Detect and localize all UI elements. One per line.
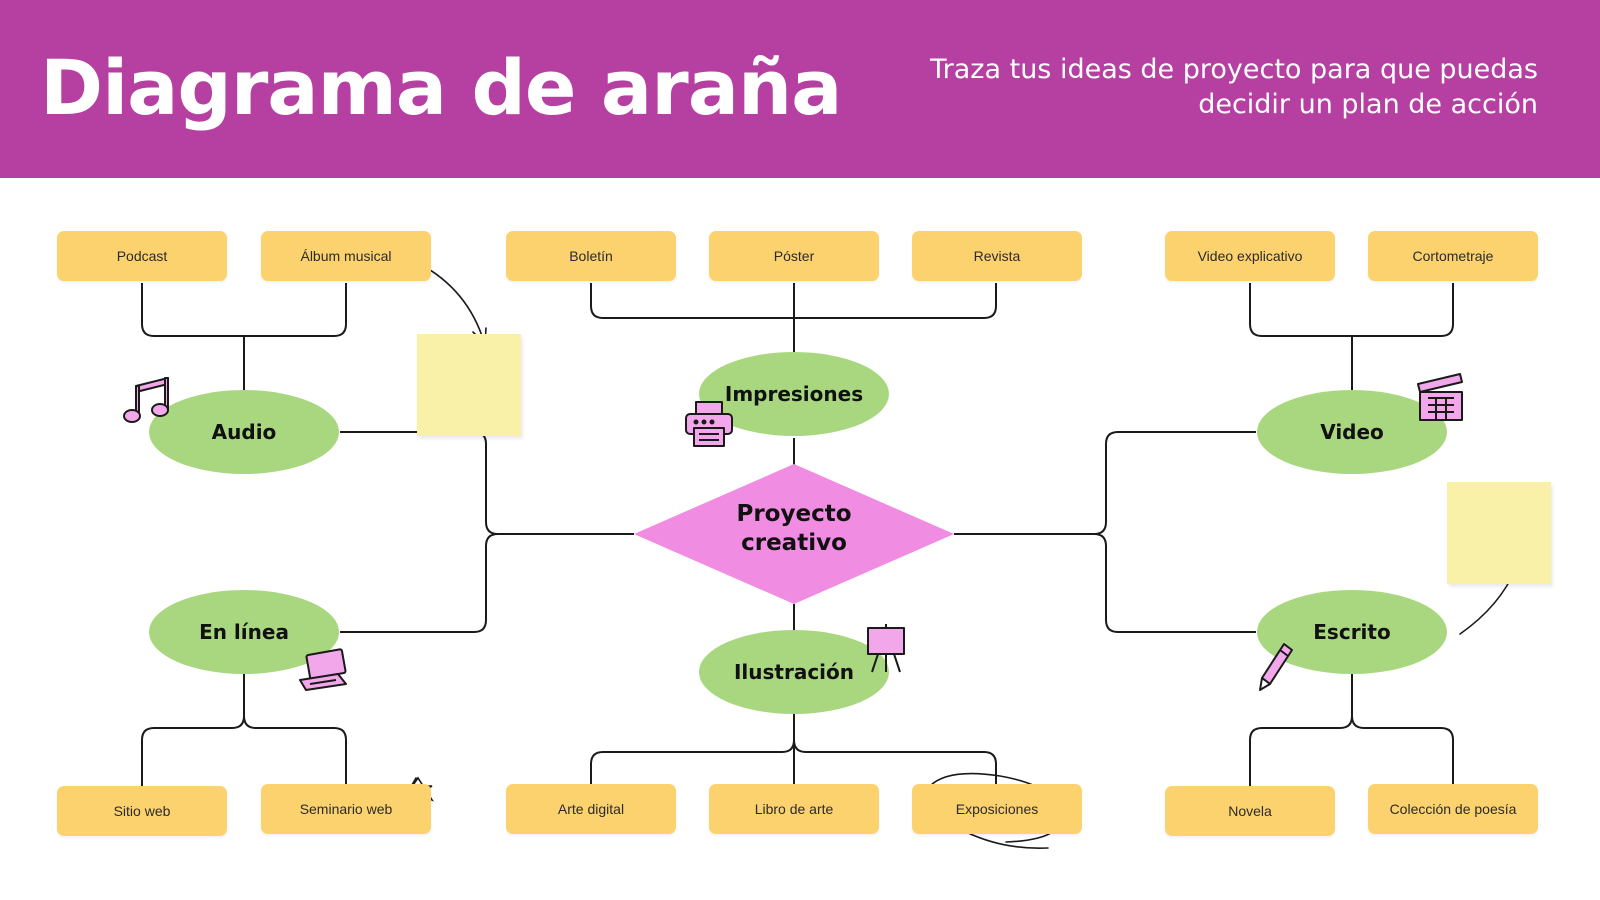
item-sitio-web[interactable]: Sitio web [57,786,227,836]
connector-video-center [954,431,1256,535]
item-video-explicativo[interactable]: Video explicativo [1165,231,1335,281]
sticky-note [1447,482,1551,584]
sticky-note [417,334,521,436]
item-libro-de-arte[interactable]: Libro de arte [709,784,879,834]
connector-escrito-center [1093,533,1256,633]
music-note-icon [123,377,169,423]
connector-escrito-items [1249,674,1454,788]
item-poster[interactable]: Póster [709,231,879,281]
item-seminario-web[interactable]: Seminario web [261,784,431,834]
easel-icon [867,624,905,673]
item-coleccion-poesia[interactable]: Colección de poesía [1368,784,1538,834]
header-banner: Diagrama de araña Traza tus ideas de pro… [0,0,1600,178]
item-boletin[interactable]: Boletín [506,231,676,281]
category-ilustracion[interactable]: Ilustración [699,630,889,714]
connector-video-items [1249,283,1454,392]
item-cortometraje[interactable]: Cortometraje [1368,231,1538,281]
pencil-icon [1259,643,1293,691]
category-audio[interactable]: Audio [149,390,339,474]
page-title: Diagrama de araña [40,43,842,132]
clapperboard-icon [1417,373,1463,421]
laptop-icon [299,648,347,691]
item-arte-digital[interactable]: Arte digital [506,784,676,834]
category-video[interactable]: Video [1257,390,1447,474]
center-label: Proyecto creativo [736,501,852,556]
connector-enlinea-items [141,674,347,788]
center-diamond[interactable] [634,464,954,604]
category-escrito[interactable]: Escrito [1257,590,1447,674]
item-novela[interactable]: Novela [1165,786,1335,836]
item-album-musical[interactable]: Álbum musical [261,231,431,281]
connector-ilustracion-items [590,714,997,788]
page-subtitle: Traza tus ideas de proyecto para que pue… [930,54,1538,120]
connector-impresiones-items [590,283,997,354]
connector-audio-center [340,431,634,535]
item-revista[interactable]: Revista [912,231,1082,281]
item-podcast[interactable]: Podcast [57,231,227,281]
item-exposiciones[interactable]: Exposiciones [912,784,1082,834]
printer-icon [685,401,733,447]
connector-audio-items [141,283,347,392]
connector-enlinea-center [340,533,499,633]
